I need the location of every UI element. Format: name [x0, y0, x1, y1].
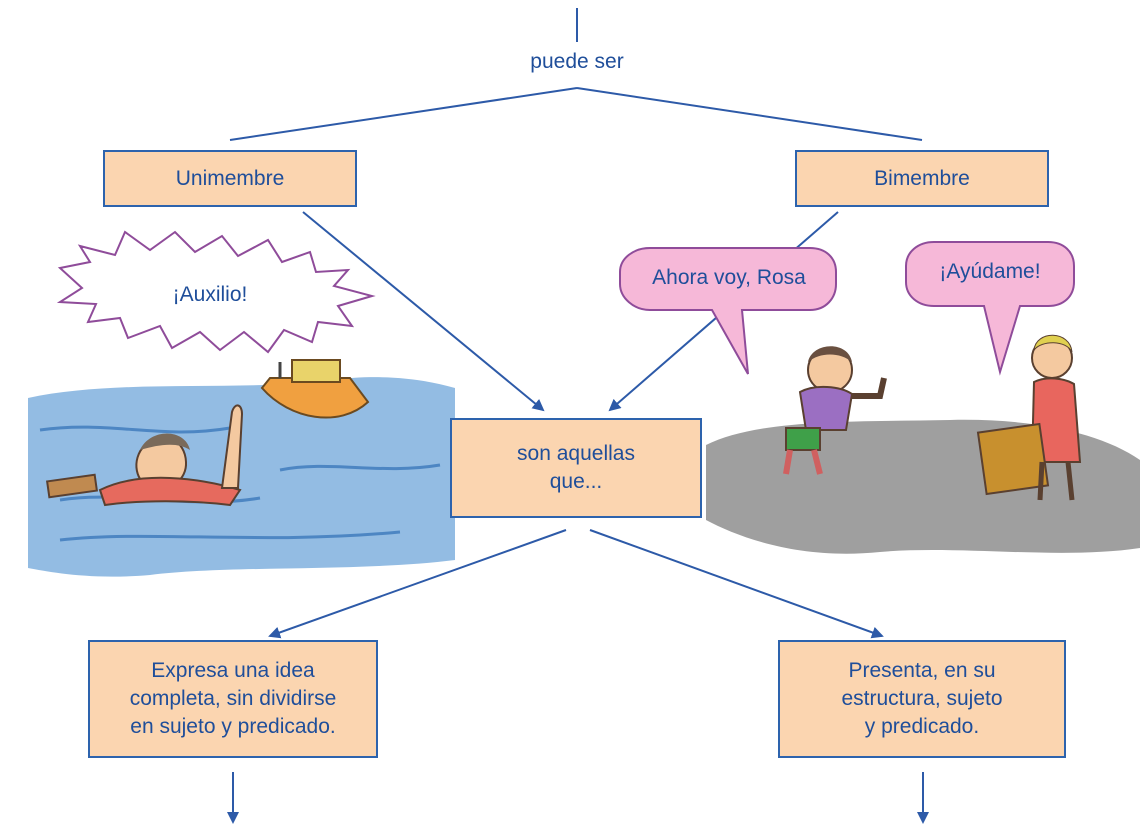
left-line-1: Expresa una idea	[151, 659, 315, 682]
rescue-illustration	[706, 334, 1140, 554]
right-line-3: y predicado.	[864, 715, 980, 738]
right-line-2: estructura, sujeto	[841, 687, 1003, 710]
center-line-2: que...	[549, 470, 603, 493]
ayudame-bubble-icon	[905, 241, 1075, 376]
connector-label-puede-ser: puede ser	[530, 50, 624, 73]
center-line-1: son aquellas	[517, 442, 635, 465]
boat-icon	[260, 359, 370, 419]
branch-right-line	[576, 87, 923, 141]
right-line-1: Presenta, en su	[848, 659, 996, 682]
water-area	[28, 377, 455, 577]
auxilio-text: ¡Auxilio!	[172, 283, 248, 306]
ahora-bubble-icon	[619, 247, 837, 375]
ayudame-text: ¡Ayúdame!	[939, 260, 1041, 283]
boy-icon	[783, 346, 887, 475]
girl-icon	[976, 334, 1082, 501]
box-right-definition: Presenta, en su estructura, sujeto y pre…	[778, 640, 1066, 758]
bimembre-label: Bimembre	[874, 166, 970, 190]
box-left-definition: Expresa una idea completa, sin dividirse…	[88, 640, 378, 758]
box-unimembre: Unimembre	[103, 150, 357, 207]
arrow-center-to-left	[268, 529, 567, 639]
box-bimembre: Bimembre	[795, 150, 1049, 207]
left-line-3: en sujeto y predicado.	[130, 715, 336, 738]
unimembre-label: Unimembre	[175, 166, 285, 190]
arrow-unimembre-to-center	[302, 211, 545, 412]
left-line-2: completa, sin dividirse	[129, 687, 337, 710]
auxilio-burst-icon	[56, 230, 376, 354]
arrow-center-to-right	[589, 529, 884, 639]
drowning-person-icon	[45, 404, 244, 507]
drowning-illustration	[28, 359, 455, 577]
ahora-voy-text: Ahora voy, Rosa	[652, 266, 806, 289]
box-center: son aquellas que...	[450, 418, 702, 518]
branch-left-line	[229, 87, 578, 141]
